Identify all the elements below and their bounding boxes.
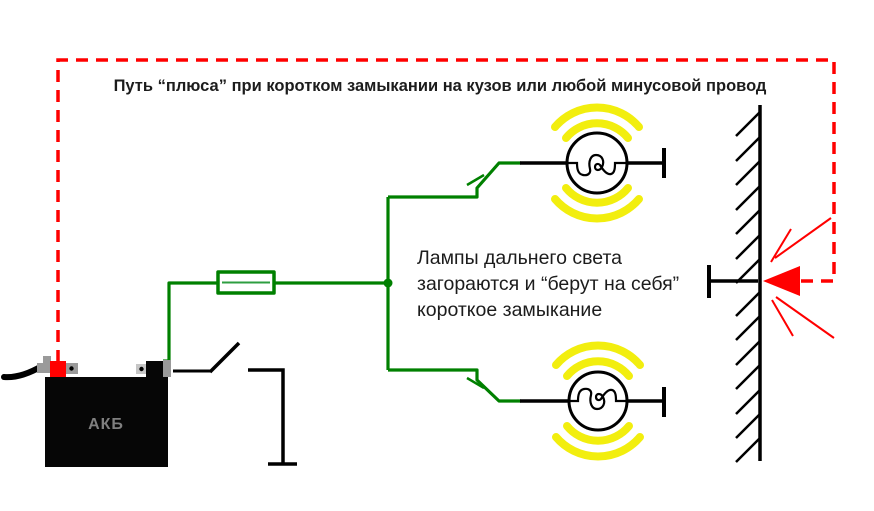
black-wiring-group [1,105,762,466]
wire-battery-to-junction [167,281,388,363]
glow-arc-icon [551,103,643,131]
wire-branch-top [388,161,521,199]
glow-arc-icon [562,119,632,142]
battery-negative-terminal [146,361,164,377]
glow-arc-icon [562,184,632,207]
note-line-1: Лампы дальнего света [417,247,622,269]
connector-tick-top [466,173,485,187]
note-line-3: короткое замыкание [417,299,602,321]
glow-arc-icon [551,195,643,223]
lamp-bottom-filament [569,387,628,411]
battery-body [45,377,168,467]
spark-rays [770,217,835,339]
switch-blade [208,341,241,374]
negative-clamp-right [163,360,171,377]
lamp-glow-bottom [552,341,644,461]
positive-clamp-bolt [69,366,74,371]
battery-positive-terminal [50,361,66,377]
wire-branch-bottom [388,368,521,403]
junction-dot [383,278,393,288]
glow-arc-icon [563,422,633,445]
battery-chassis-cable [1,363,45,381]
positive-clamp-left [37,363,50,373]
short-circuit-arrow-icon [763,266,800,296]
glow-arc-icon [552,341,644,369]
lamp-glow-top [551,103,643,223]
short-circuit-path-group [56,58,836,362]
negative-clamp-bolt [139,366,144,372]
lamp-top-filament [568,153,627,177]
wall-hatching [735,111,761,463]
switch-contact-and-ground [248,368,297,466]
note-line-2: загораются и “берут на себя” [417,273,679,295]
glow-arc-icon [563,357,633,380]
positive-clamp-tab [43,356,51,364]
battery-label: АКБ [88,416,124,433]
connector-tick-bottom [466,376,485,390]
diagram-title: Путь “плюса” при коротком замыкании на к… [114,77,767,95]
short-circuit-dashed-path [56,58,836,362]
note-text: Лампы дальнего света загораются и “берут… [417,247,679,321]
glow-arc-icon [552,433,644,461]
battery: АКБ [37,356,171,467]
lamp-bottom-filament-wrap [569,387,628,411]
